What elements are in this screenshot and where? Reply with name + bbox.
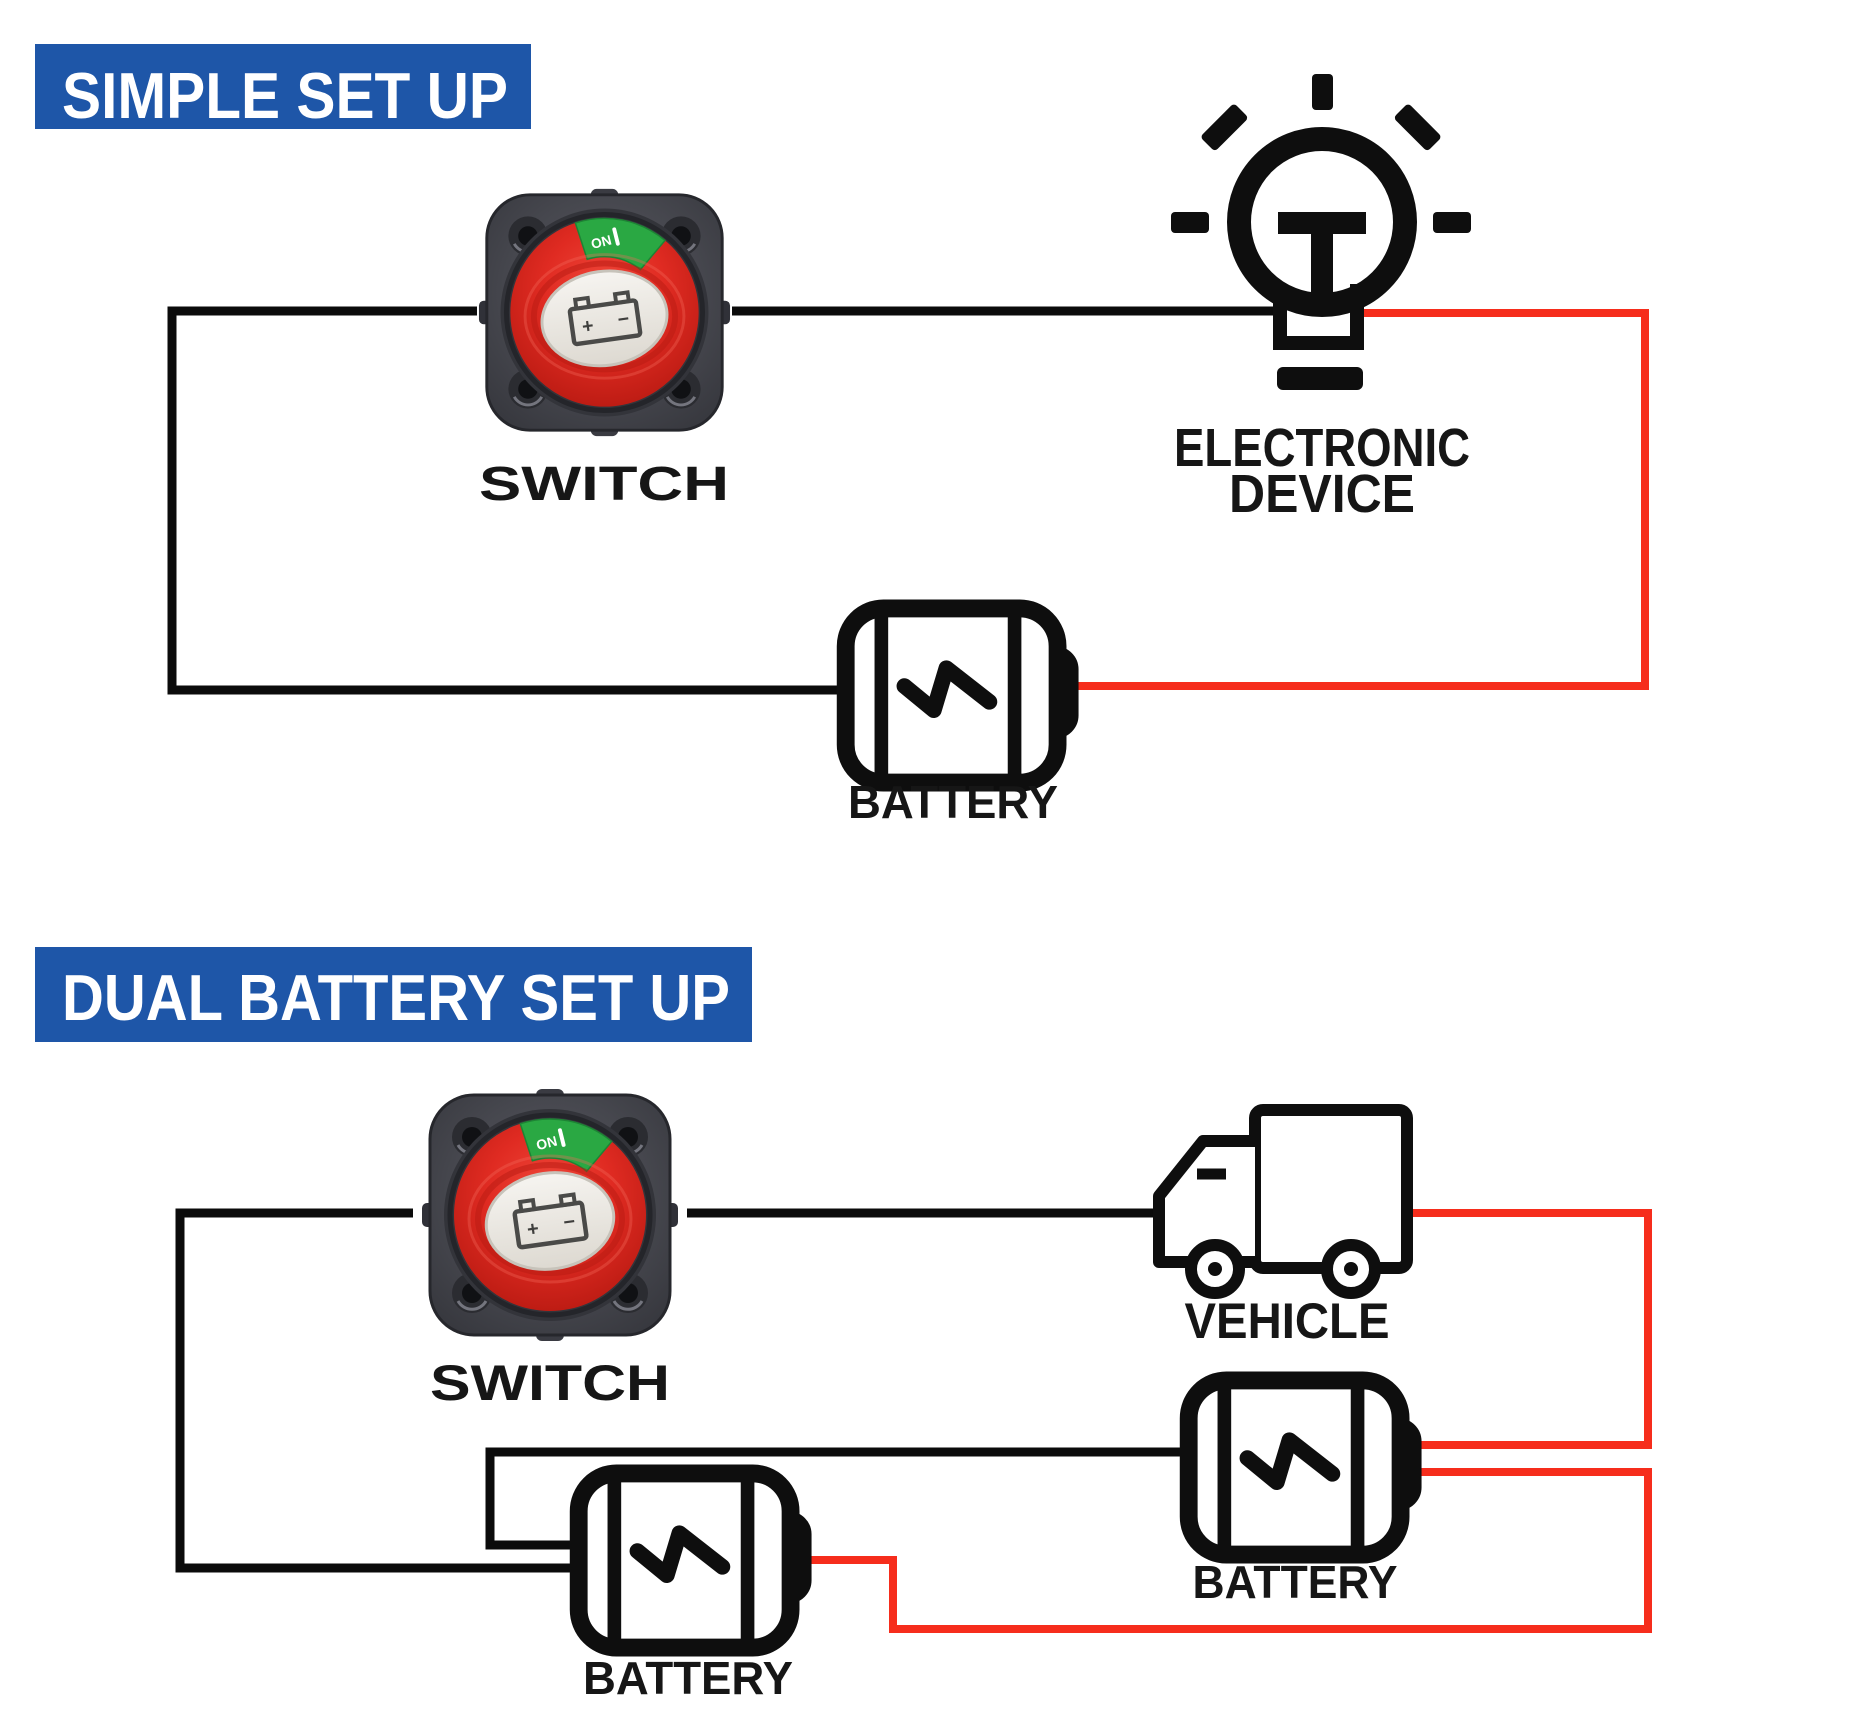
simple-setup-section: SIMPLE SET UP SWITCH ELECTRONIC DEVICE B… xyxy=(35,44,1649,828)
switch-icon[interactable] xyxy=(479,189,730,436)
simple-positive-wire xyxy=(1064,309,1649,690)
simple-setup-title: SIMPLE SET UP xyxy=(62,59,508,132)
bulb-ray-right xyxy=(1433,212,1471,233)
dual-aux-positive-wire xyxy=(800,1468,1652,1633)
bulb-filament-stem xyxy=(1311,212,1333,316)
battery-icon xyxy=(579,1473,805,1647)
simple-negative-wire xyxy=(167,306,841,695)
bulb-ray-left xyxy=(1171,212,1209,233)
dual-vehicle-positive-wire xyxy=(1405,1209,1652,1449)
dual-aux-battery-label: BATTERY xyxy=(583,1652,793,1704)
device-label-line2: DEVICE xyxy=(1229,464,1415,524)
dual-setup-banner xyxy=(35,947,752,1042)
device-label-line1: ELECTRONIC xyxy=(1174,418,1470,478)
truck-rear-wheel xyxy=(1321,1239,1381,1299)
simple-battery-label: BATTERY xyxy=(848,776,1058,828)
bulb-ray-top xyxy=(1312,74,1333,110)
truck-icon xyxy=(1153,1104,1413,1299)
truck-cargo-box xyxy=(1249,1104,1413,1274)
bulb-neck xyxy=(1273,284,1364,350)
dual-negative-wire xyxy=(175,1208,574,1573)
battery-icon xyxy=(846,608,1072,782)
bulb-base-bar xyxy=(1277,367,1363,390)
dual-battery-link-wire xyxy=(485,1447,1184,1550)
dual-switch-label: SWITCH xyxy=(430,1355,670,1411)
dual-main-battery-label: BATTERY xyxy=(1193,1556,1398,1608)
dual-setup-section: DUAL BATTERY SET UP SWITCH VEHICLE xyxy=(35,947,1652,1704)
battery-icon xyxy=(1189,1380,1415,1554)
bulb-ray-upper-left xyxy=(1201,104,1248,151)
dual-setup-title: DUAL BATTERY SET UP xyxy=(62,961,730,1034)
switch-icon[interactable] xyxy=(422,1089,678,1341)
light-bulb-icon xyxy=(1171,74,1471,390)
bulb-ray-upper-right xyxy=(1394,104,1441,151)
truck-front-wheel xyxy=(1185,1239,1245,1299)
vehicle-label: VEHICLE xyxy=(1185,1293,1390,1349)
simple-setup-banner xyxy=(35,44,531,129)
simple-switch-label: SWITCH xyxy=(479,458,729,511)
